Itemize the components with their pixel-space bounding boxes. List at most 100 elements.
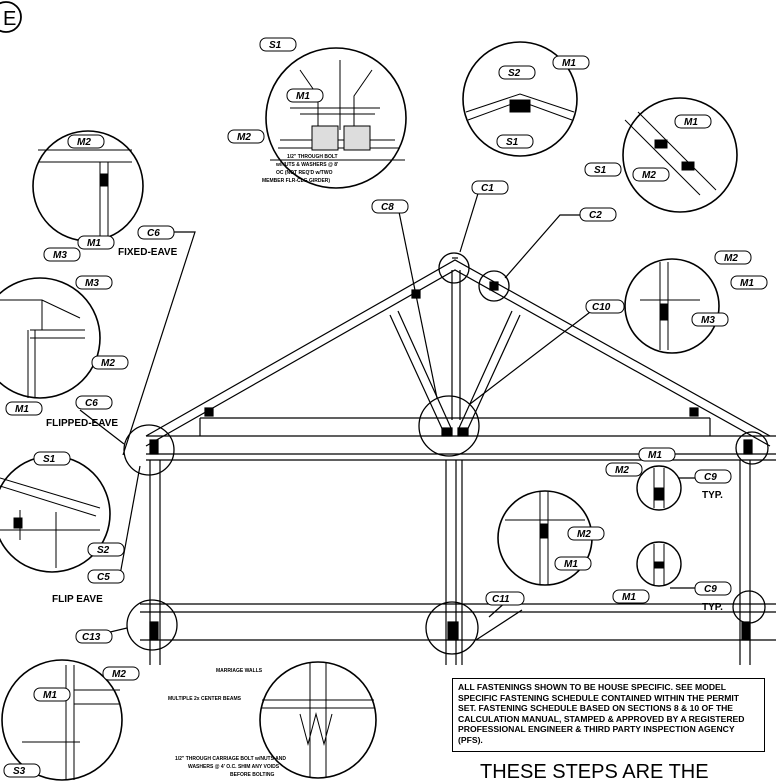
label-s2: S2: [87, 542, 125, 557]
label-m1: M1: [554, 556, 592, 571]
label-m1: M1: [638, 447, 676, 462]
svg-text:S1: S1: [269, 40, 282, 51]
label-m1: M1: [730, 275, 768, 290]
carriage-bolt-line-1: 1/2" THROUGH CARRIAGE BOLT w/NUTS AND: [175, 756, 286, 762]
caption-fixed-eave: FIXED-EAVE: [118, 247, 178, 258]
svg-text:S2: S2: [97, 545, 110, 556]
detail-c9-upper: M1 M2 C9 TYP.: [605, 447, 732, 511]
svg-text:M3: M3: [85, 278, 99, 289]
svg-text:S1: S1: [506, 137, 519, 148]
label-s2: S2: [498, 65, 536, 80]
callout-c8: C8: [371, 199, 409, 214]
label-m2: M2: [605, 462, 643, 477]
svg-text:M1: M1: [740, 278, 754, 289]
svg-text:M2: M2: [615, 465, 629, 476]
label-s1: S1: [33, 451, 71, 466]
label-m2: M2: [67, 134, 105, 149]
svg-text:C8: C8: [381, 202, 394, 213]
callout-c1: C1: [471, 180, 509, 195]
callout-c9-upper: C9: [694, 469, 732, 484]
callout-c5: C5: [87, 569, 125, 584]
label-m2: M2: [227, 129, 265, 144]
callout-c11: C11: [485, 591, 525, 606]
svg-text:C1: C1: [481, 183, 494, 194]
svg-text:C5: C5: [97, 572, 110, 583]
callout-c13: C13: [75, 629, 113, 644]
svg-text:M2: M2: [642, 170, 656, 181]
svg-text:S1: S1: [43, 454, 56, 465]
label-m3: M3: [75, 275, 113, 290]
carriage-bolt-line-2: WASHERS @ 4' O.C. SHIM ANY VOIDS: [188, 764, 280, 770]
svg-text:M1: M1: [564, 559, 578, 570]
steps-heading: THESE STEPS ARE THE: [480, 761, 709, 783]
general-fastening-note: ALL FASTENINGS SHOWN TO BE HOUSE SPECIFI…: [452, 678, 765, 752]
svg-text:C9: C9: [704, 472, 717, 483]
section-letter-badge: E: [0, 1, 22, 33]
label-s3: S3: [3, 763, 41, 778]
svg-text:M3: M3: [53, 250, 67, 261]
label-m2: M2: [91, 355, 129, 370]
callout-c6-flipped: C6: [75, 395, 113, 410]
label-m1: M1: [612, 589, 650, 604]
bolt-note-line-4: MEMBER FLR-CLG GIRDER): [262, 178, 330, 184]
svg-text:C10: C10: [592, 302, 611, 313]
svg-text:S2: S2: [508, 68, 521, 79]
label-m1: M1: [5, 401, 43, 416]
detail-s1-m1-ridge: S1 M1 M2 1/2" THROUGH BOLT w/NUTS & WASH…: [227, 37, 407, 189]
label-m2: M2: [102, 666, 140, 681]
label-m1: M1: [674, 114, 712, 129]
svg-text:M1: M1: [648, 450, 662, 461]
svg-text:C6: C6: [147, 228, 160, 239]
label-m1: M1: [552, 55, 590, 70]
svg-text:C6: C6: [85, 398, 98, 409]
svg-text:M1: M1: [296, 91, 310, 102]
svg-text:M2: M2: [101, 358, 115, 369]
label-m1: M1: [286, 88, 324, 103]
callout-c10: C10: [585, 299, 625, 314]
bolt-note-line-3: OC (NOT REQ'D w/TWO: [276, 170, 333, 176]
label-m2: M2: [714, 250, 752, 265]
detail-c10: M2 M1 M3: [624, 250, 768, 354]
callout-c2: C2: [579, 207, 617, 222]
detail-c11: M2 M1 C11: [485, 490, 605, 606]
label-m1: M1: [77, 235, 115, 250]
svg-text:M2: M2: [112, 669, 126, 680]
truss-assembly: [140, 257, 776, 665]
caption-flip-eave: FLIP EAVE: [52, 594, 103, 605]
label-s1: S1: [259, 37, 297, 52]
detail-c1-ridge-cap: S2 M1 S1: [462, 41, 590, 157]
detail-c5-flip-eave: S1 S2 C5 FLIP EAVE: [0, 451, 125, 605]
svg-text:M2: M2: [77, 137, 91, 148]
svg-text:C11: C11: [492, 594, 510, 605]
label-s1: S1: [584, 162, 622, 177]
callout-c9-lower: C9: [694, 581, 732, 596]
center-beams-label: MULTIPLE 2x CENTER BEAMS: [168, 696, 242, 702]
detail-c9-lower: M1 C9 TYP.: [612, 541, 732, 613]
label-m3: M3: [43, 247, 81, 262]
caption-typ-lower: TYP.: [702, 602, 723, 613]
svg-text:M1: M1: [87, 238, 101, 249]
svg-text:M1: M1: [43, 690, 57, 701]
detail-target-circles: [123, 252, 769, 655]
svg-text:S1: S1: [594, 165, 607, 176]
caption-typ-upper: TYP.: [702, 490, 723, 501]
svg-text:M1: M1: [562, 58, 576, 69]
svg-text:M1: M1: [622, 592, 636, 603]
marriage-walls-label: MARRIAGE WALLS: [216, 668, 263, 674]
detail-c2-rafter: M1 S1 M2: [584, 97, 738, 213]
bolt-note-line-2: w/NUTS & WASHERS @ 8': [275, 162, 338, 168]
detail-marriage-wall: MARRIAGE WALLS MULTIPLE 2x CENTER BEAMS …: [168, 661, 377, 779]
svg-text:M2: M2: [724, 253, 738, 264]
detail-c6-fixed-eave: M2 M1 M3 C6 FIXED-EAVE: [32, 130, 178, 262]
label-s1: S1: [496, 134, 534, 149]
detail-c6-flipped-eave: M3 M2 M1 C6 FLIPPED-EAVE: [0, 275, 129, 429]
label-m2: M2: [632, 167, 670, 182]
general-note-text: ALL FASTENINGS SHOWN TO BE HOUSE SPECIFI…: [458, 682, 745, 745]
svg-text:M1: M1: [15, 404, 29, 415]
svg-text:M2: M2: [577, 529, 591, 540]
callout-c6-fixed: C6: [137, 225, 175, 240]
bolt-note-line-1: 1/2" THROUGH BOLT: [287, 154, 338, 160]
section-letter: E: [3, 8, 16, 30]
detail-c13: C13 M2 M1 S3: [1, 629, 140, 781]
